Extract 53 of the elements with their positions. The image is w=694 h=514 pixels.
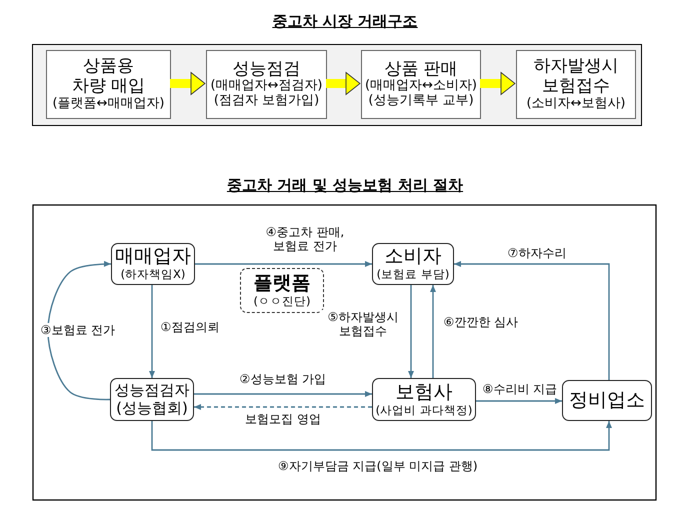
- process-box: [46, 50, 171, 119]
- node-heading: 성능점검: [232, 60, 300, 79]
- node-heading: 소비자: [384, 246, 442, 268]
- arrow: [195, 261, 372, 267]
- edge-label: ⑦하자수리: [508, 246, 566, 260]
- node-subtext: (보험료 부담): [376, 268, 450, 282]
- node-subtext: (플랫폼↔매매업자): [52, 96, 165, 112]
- entity-box: [562, 380, 652, 421]
- node-heading: 보험사: [396, 382, 452, 404]
- node-subtext: (소비자↔보험사): [526, 96, 626, 112]
- edge-label: ⑨자기부담금 지급(일부 미지급 관행): [278, 459, 478, 474]
- process-box: [206, 50, 327, 119]
- node-heading: 하자발생시 보험접수: [532, 57, 620, 97]
- arrow: [408, 285, 414, 378]
- title: 중고차 시장 거래구조: [272, 12, 418, 31]
- arrow: [151, 421, 612, 451]
- entity-box: [372, 243, 454, 285]
- edge-label: 보험모집 영업: [245, 412, 321, 426]
- block-arrow: [480, 72, 516, 95]
- platform-box: [240, 268, 324, 313]
- node-heading: 매매업자: [115, 246, 191, 268]
- arrow: [430, 285, 436, 378]
- process-box: [361, 50, 481, 119]
- edge-label: ②성능보험 가입: [240, 372, 326, 386]
- arrow: [194, 391, 372, 397]
- arrow: [47, 260, 111, 400]
- arrow: [476, 398, 562, 404]
- arrow: [454, 261, 610, 380]
- arrow: [149, 285, 155, 378]
- edge-label: ⑥깐깐한 심사: [444, 315, 518, 330]
- node-subtext: (성능기록부 교부): [368, 94, 474, 110]
- node-subtext: (매매업자↔소비자): [364, 79, 478, 94]
- box-shape: [32, 44, 642, 126]
- entity-box: [111, 243, 195, 285]
- edge-label: ⑧수리비 지급: [482, 382, 558, 396]
- block-arrow: [326, 72, 360, 95]
- node-heading: 성능점검자 (성능협회): [114, 382, 190, 417]
- block-arrow: [170, 72, 206, 95]
- node-heading: 정비업소: [569, 390, 645, 412]
- edge-label: ①점검의뢰: [160, 320, 220, 334]
- node-subtext: (ㅇㅇ진단): [254, 294, 310, 308]
- node-subtext: (하자책임X): [120, 268, 186, 282]
- node-heading: 플랫폼: [254, 272, 310, 295]
- node-heading: 상품용 차량 매입: [70, 57, 146, 97]
- node-subtext: (점검자 보험가입): [214, 94, 320, 110]
- node-heading: 상품 판매: [384, 60, 458, 79]
- process-box: [516, 50, 636, 119]
- edge-label: ③보험료 전가: [40, 323, 116, 338]
- section-title: 중고차 거래 및 성능보험 처리 절차: [226, 176, 464, 195]
- node-subtext: (사업비 과다책정): [376, 404, 472, 418]
- entity-box: [372, 378, 476, 421]
- node-subtext: (매매업자↔점검자): [210, 79, 323, 94]
- arrow: [194, 404, 372, 410]
